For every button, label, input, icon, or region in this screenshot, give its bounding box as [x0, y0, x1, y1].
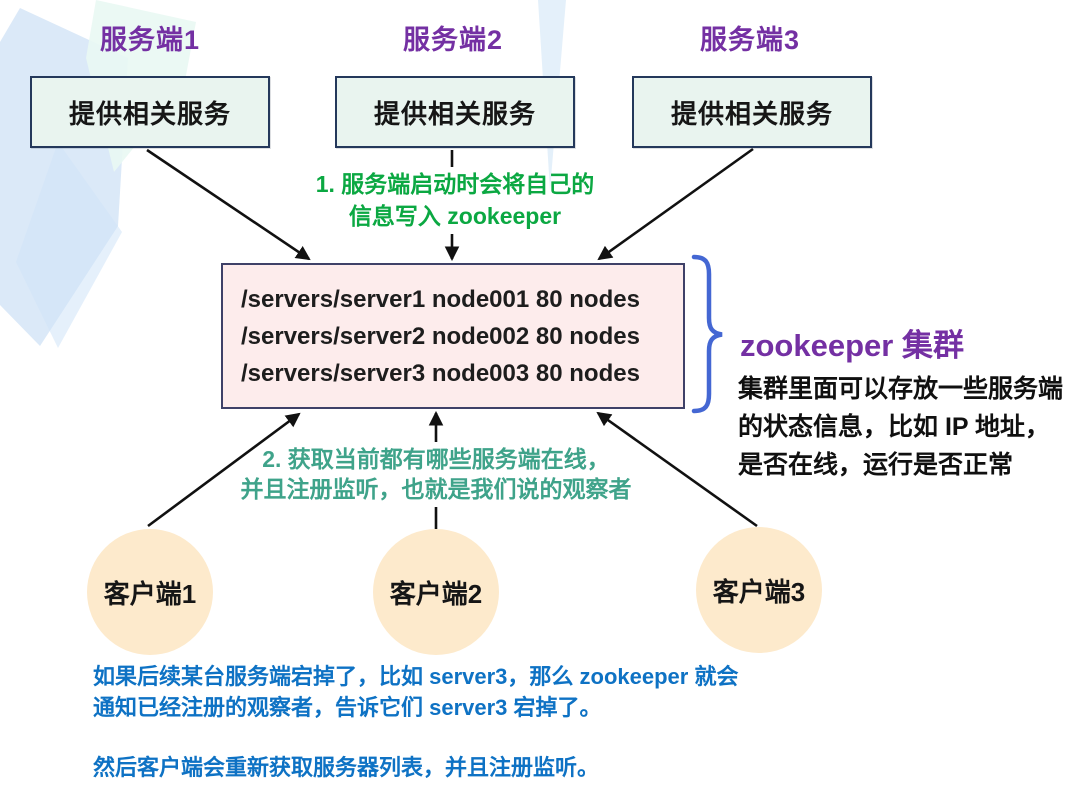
step2-annotation: 2. 获取当前都有哪些服务端在线， 并且注册监听，也就是我们说的观察者: [196, 444, 676, 504]
footer-note: 如果后续某台服务端宕掉了，比如 server3，那么 zookeeper 就会 …: [93, 661, 973, 783]
bg-polygon: [0, 8, 128, 346]
zk-entry-server2: /servers/server2 node002 80 nodes: [241, 323, 640, 350]
zk-entry-server3: /servers/server3 node003 80 nodes: [241, 360, 640, 387]
footer-p1-line2: 通知已经注册的观察者，告诉它们 server3 宕掉了。: [93, 695, 602, 720]
cluster-desc-line1: 集群里面可以存放一些服务端: [738, 375, 1064, 403]
zk-entry-server1: /servers/server1 node001 80 nodes: [241, 286, 640, 313]
cluster-desc-line3: 是否在线，运行是否正常: [738, 451, 1014, 479]
client2-label: 客户端2: [389, 578, 483, 609]
step1-annotation: 1. 服务端启动时会将自己的 信息写入 zookeeper: [275, 168, 635, 232]
cluster-description: 集群里面可以存放一些服务端 的状态信息，比如 IP 地址， 是否在线，运行是否正…: [738, 370, 1080, 484]
step1-line1: 1. 服务端启动时会将自己的: [315, 171, 595, 197]
cluster-title: zookeeper 集群: [740, 328, 964, 363]
step1-line2: 信息写入 zookeeper: [348, 203, 562, 229]
server1-heading: 服务端1: [99, 25, 201, 55]
client2-circle: 客户端2: [373, 529, 499, 655]
step2-line2: 并且注册监听，也就是我们说的观察者: [240, 476, 632, 502]
server3-heading: 服务端3: [699, 25, 801, 55]
client1-label: 客户端1: [103, 578, 197, 609]
server2-box: 提供相关服务: [335, 76, 575, 148]
server1-box: 提供相关服务: [30, 76, 270, 148]
server2-heading: 服务端2: [402, 25, 504, 55]
step2-line1: 2. 获取当前都有哪些服务端在线，: [262, 446, 610, 472]
cluster-brace: [691, 254, 723, 414]
footer-p2: 然后客户端会重新获取服务器列表，并且注册监听。: [93, 755, 600, 780]
footer-p1-line1: 如果后续某台服务端宕掉了，比如 server3，那么 zookeeper 就会: [93, 664, 739, 689]
bg-polygon: [16, 142, 122, 348]
client3-circle: 客户端3: [696, 527, 822, 653]
client3-label: 客户端3: [712, 576, 806, 607]
zookeeper-box: /servers/server1 node001 80 nodes /serve…: [221, 263, 685, 409]
server3-box: 提供相关服务: [632, 76, 872, 148]
cluster-desc-line2: 的状态信息，比如 IP 地址，: [738, 413, 1051, 441]
client1-circle: 客户端1: [87, 529, 213, 655]
